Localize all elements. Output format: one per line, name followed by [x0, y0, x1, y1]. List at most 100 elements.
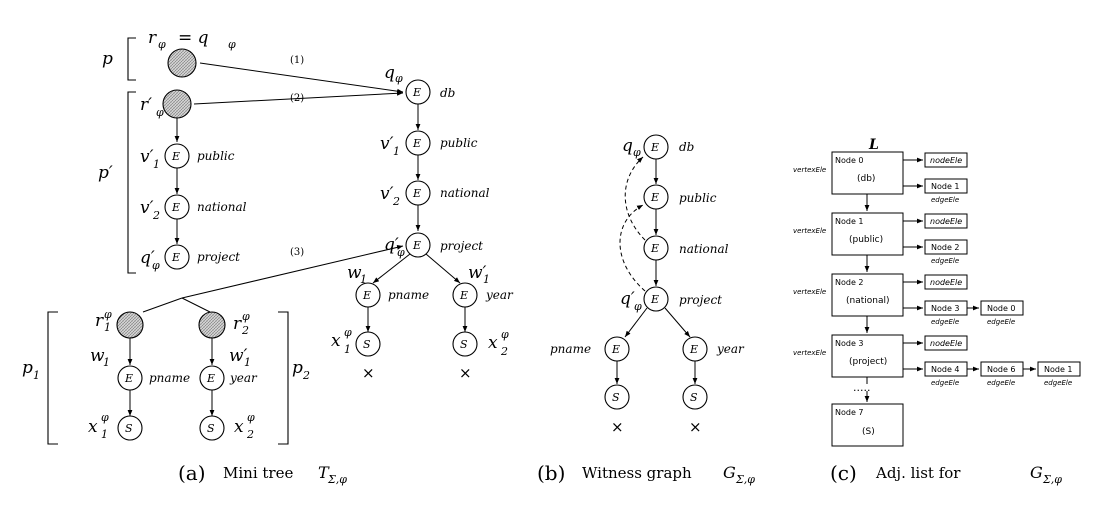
- vertex-3-name: Node 3: [835, 339, 864, 348]
- node-db-b-text: E: [650, 141, 659, 154]
- edge-text-3-0: Node 4: [931, 365, 960, 374]
- vertex-ellipsis: .....: [853, 381, 870, 394]
- edge-text-0-0: Node 1: [931, 182, 960, 191]
- label-national-b: national: [679, 242, 729, 256]
- label-x1-left-sub: 1: [101, 428, 108, 441]
- label-x2-right-sup: φ: [501, 328, 509, 341]
- label-q-prime-right-sub: φ: [397, 246, 405, 259]
- label-q-prime-left-sub: φ: [152, 259, 160, 272]
- label-v2-right-sub: 2: [392, 195, 400, 208]
- node-s-year-b: [682, 384, 708, 410]
- caption-c-symbol: G: [1030, 463, 1043, 482]
- vertex-0-name: Node 0: [835, 156, 864, 165]
- label-r1-sup: φ: [104, 308, 112, 321]
- label-r-phi: r: [148, 28, 157, 48]
- edge-label-3-0: edgeEle: [931, 379, 959, 387]
- label-national-a2: national: [440, 186, 490, 200]
- panel-c-adjacency-list: L Node 0 (db) Node 1 (public) Node 2 (na…: [793, 137, 1081, 486]
- root-node-r-phi: [167, 48, 197, 78]
- vertex-2-name: Node 2: [835, 278, 864, 287]
- label-r1: r: [95, 311, 104, 331]
- nodeele-text-0: nodeEle: [930, 156, 962, 165]
- arrow-1-label: (1): [290, 55, 304, 66]
- label-q-phi-rhs-sub: φ: [228, 38, 236, 51]
- edge-label-3-2: edgeEle: [1044, 379, 1072, 387]
- edge-label-2-0: edgeEle: [931, 318, 959, 326]
- node-project-a-text: E: [412, 239, 421, 252]
- label-x1-left-sup: φ: [101, 411, 109, 424]
- node-s-left-1-text: S: [125, 422, 133, 435]
- label-x2-left: x: [234, 417, 244, 437]
- node-s-pname-a: [355, 331, 381, 357]
- label-w1-prime-right-sub: 1: [483, 273, 490, 286]
- vertex-box-3: [831, 334, 904, 378]
- label-w1-right-sub: 1: [360, 273, 367, 286]
- label-x1-left: x: [88, 417, 98, 437]
- label-x2-left-sub: 2: [246, 428, 254, 441]
- node-s-year-a: [452, 331, 478, 357]
- caption-a-number: (a): [178, 461, 206, 485]
- node-national-b-text: E: [650, 242, 659, 255]
- label-v1-right-sub: 1: [393, 145, 400, 158]
- label-r2-sub: 2: [241, 324, 249, 337]
- caption-a-symbol: T: [318, 463, 330, 482]
- cross-year-a: ×: [459, 364, 472, 382]
- node-pname-a-text: E: [362, 289, 371, 302]
- label-r-phi-sub: φ: [158, 38, 166, 51]
- label-w1-prime-left-sub: 1: [244, 356, 251, 369]
- label-year-left: year: [229, 371, 258, 385]
- node-s-left-2: [199, 415, 225, 441]
- adj-title-L: L: [868, 137, 879, 153]
- node-r2: [198, 311, 226, 339]
- node-public-a-text: E: [412, 137, 421, 150]
- node-national-a-text: E: [412, 187, 421, 200]
- bracket-p1: [47, 311, 58, 445]
- vertex-1-label: (public): [849, 235, 883, 245]
- label-v1-prime: v′: [140, 147, 154, 167]
- nodeele-box-0: [924, 152, 968, 168]
- edge-box-3-2: [1037, 361, 1081, 377]
- node-project-b-text: E: [650, 293, 659, 306]
- label-x2-left-sup: φ: [247, 411, 255, 424]
- label-w1-right: w: [347, 263, 362, 283]
- node-db-a-text: E: [412, 86, 421, 99]
- nodeele-text-2: nodeEle: [930, 278, 962, 287]
- edge-text-2-0: Node 3: [931, 304, 960, 313]
- label-r2: r: [233, 314, 242, 334]
- label-r-prime-sub: φ: [156, 106, 164, 119]
- caption-c-text: Adj. list for: [875, 464, 961, 482]
- bracket-p2: [278, 311, 289, 445]
- vertex-2-label: (national): [846, 296, 890, 306]
- vertex-3-label: (project): [849, 357, 887, 367]
- edge-box-2-1: [980, 300, 1024, 316]
- label-pname-a2: pname: [388, 288, 429, 302]
- node-s-pname-b-text: S: [612, 391, 620, 404]
- node-s-year-b-text: S: [690, 391, 698, 404]
- label-x2-right: x: [488, 333, 498, 353]
- edge-text-3-1: Node 6: [987, 365, 1016, 374]
- node-project-b: [643, 286, 669, 312]
- label-q-prime-b: q′: [620, 289, 635, 309]
- label-year-a2: year: [485, 288, 514, 302]
- vertex-1-name: Node 1: [835, 217, 864, 226]
- label-project-a1: project: [197, 250, 240, 264]
- label-q-phi-b-sub: φ: [633, 146, 641, 159]
- label-r1-sub: 1: [104, 321, 111, 334]
- node-year-left-text: E: [206, 372, 215, 385]
- node-q-prime-left-text: E: [171, 251, 180, 264]
- arrow-1: [199, 62, 404, 94]
- edge-project-year-a: [425, 253, 461, 284]
- caption-a-text: Mini tree: [223, 464, 293, 482]
- label-project-a2: project: [440, 239, 483, 253]
- node-year-a-text: E: [459, 289, 468, 302]
- arrow-3-branch-left: [142, 297, 183, 313]
- label-pname-b: pname: [550, 342, 591, 356]
- edge-text-3-2: Node 1: [1044, 365, 1073, 374]
- arrow-2-label: (2): [290, 93, 304, 104]
- caption-a-subscript: Σ,φ: [327, 473, 347, 486]
- label-x1-right-sup: φ: [344, 326, 352, 339]
- label-w1-prime-right: w′: [468, 263, 487, 283]
- label-v1-sub: 1: [153, 158, 160, 171]
- caption-c-number: (c): [830, 461, 857, 485]
